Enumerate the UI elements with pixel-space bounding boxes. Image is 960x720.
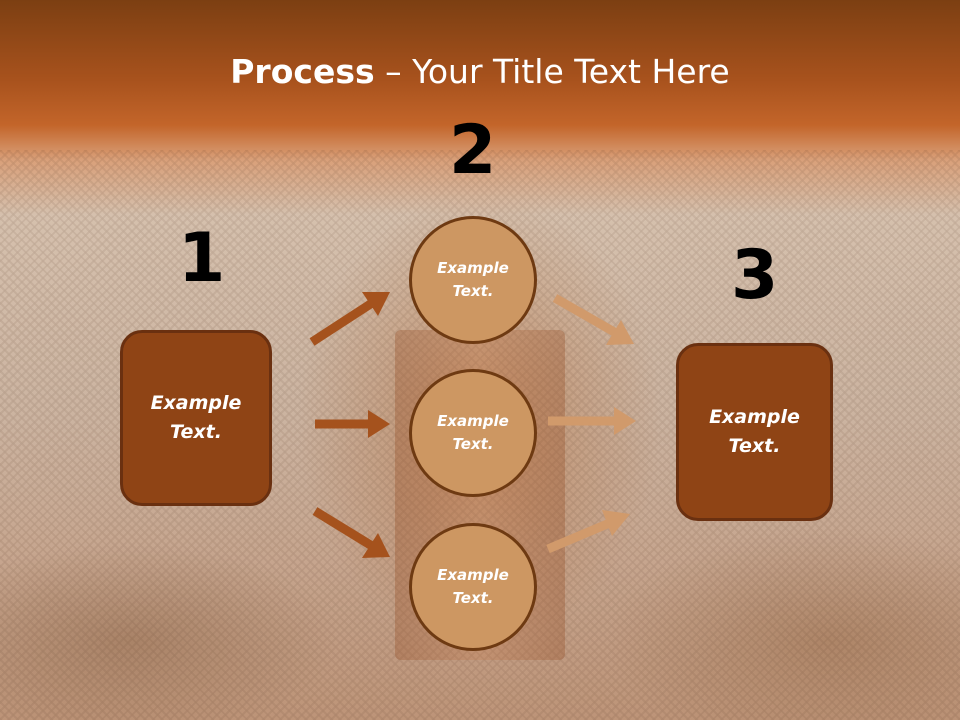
left-box-label: Example Text. bbox=[150, 392, 242, 443]
step-number-2: 2 bbox=[449, 111, 497, 190]
right-box-label: Example Text. bbox=[709, 406, 800, 457]
circle-top-label: Example Text. bbox=[437, 259, 509, 300]
arrow-left-lower bbox=[312, 507, 390, 558]
title-rest: – Your Title Text Here bbox=[374, 52, 730, 91]
arrow-left-upper bbox=[309, 292, 390, 346]
right-text-box[interactable]: Example Text. bbox=[676, 343, 833, 521]
arrow-right-upper bbox=[552, 294, 634, 345]
arrow-left-middle bbox=[315, 410, 390, 438]
step-number-3: 3 bbox=[731, 236, 779, 315]
left-text-box[interactable]: Example Text. bbox=[120, 330, 272, 506]
step-number-1: 1 bbox=[178, 219, 226, 298]
circle-bottom-label: Example Text. bbox=[437, 566, 509, 607]
title-bold: Process bbox=[230, 52, 375, 91]
arrow-right-lower bbox=[546, 510, 630, 554]
circle-middle-label: Example Text. bbox=[437, 412, 509, 453]
circle-bottom[interactable]: Example Text. bbox=[409, 523, 537, 651]
circle-top[interactable]: Example Text. bbox=[409, 216, 537, 344]
arrow-right-middle bbox=[548, 407, 636, 435]
circle-middle[interactable]: Example Text. bbox=[409, 369, 537, 497]
slide-title: Process – Your Title Text Here bbox=[0, 52, 960, 91]
